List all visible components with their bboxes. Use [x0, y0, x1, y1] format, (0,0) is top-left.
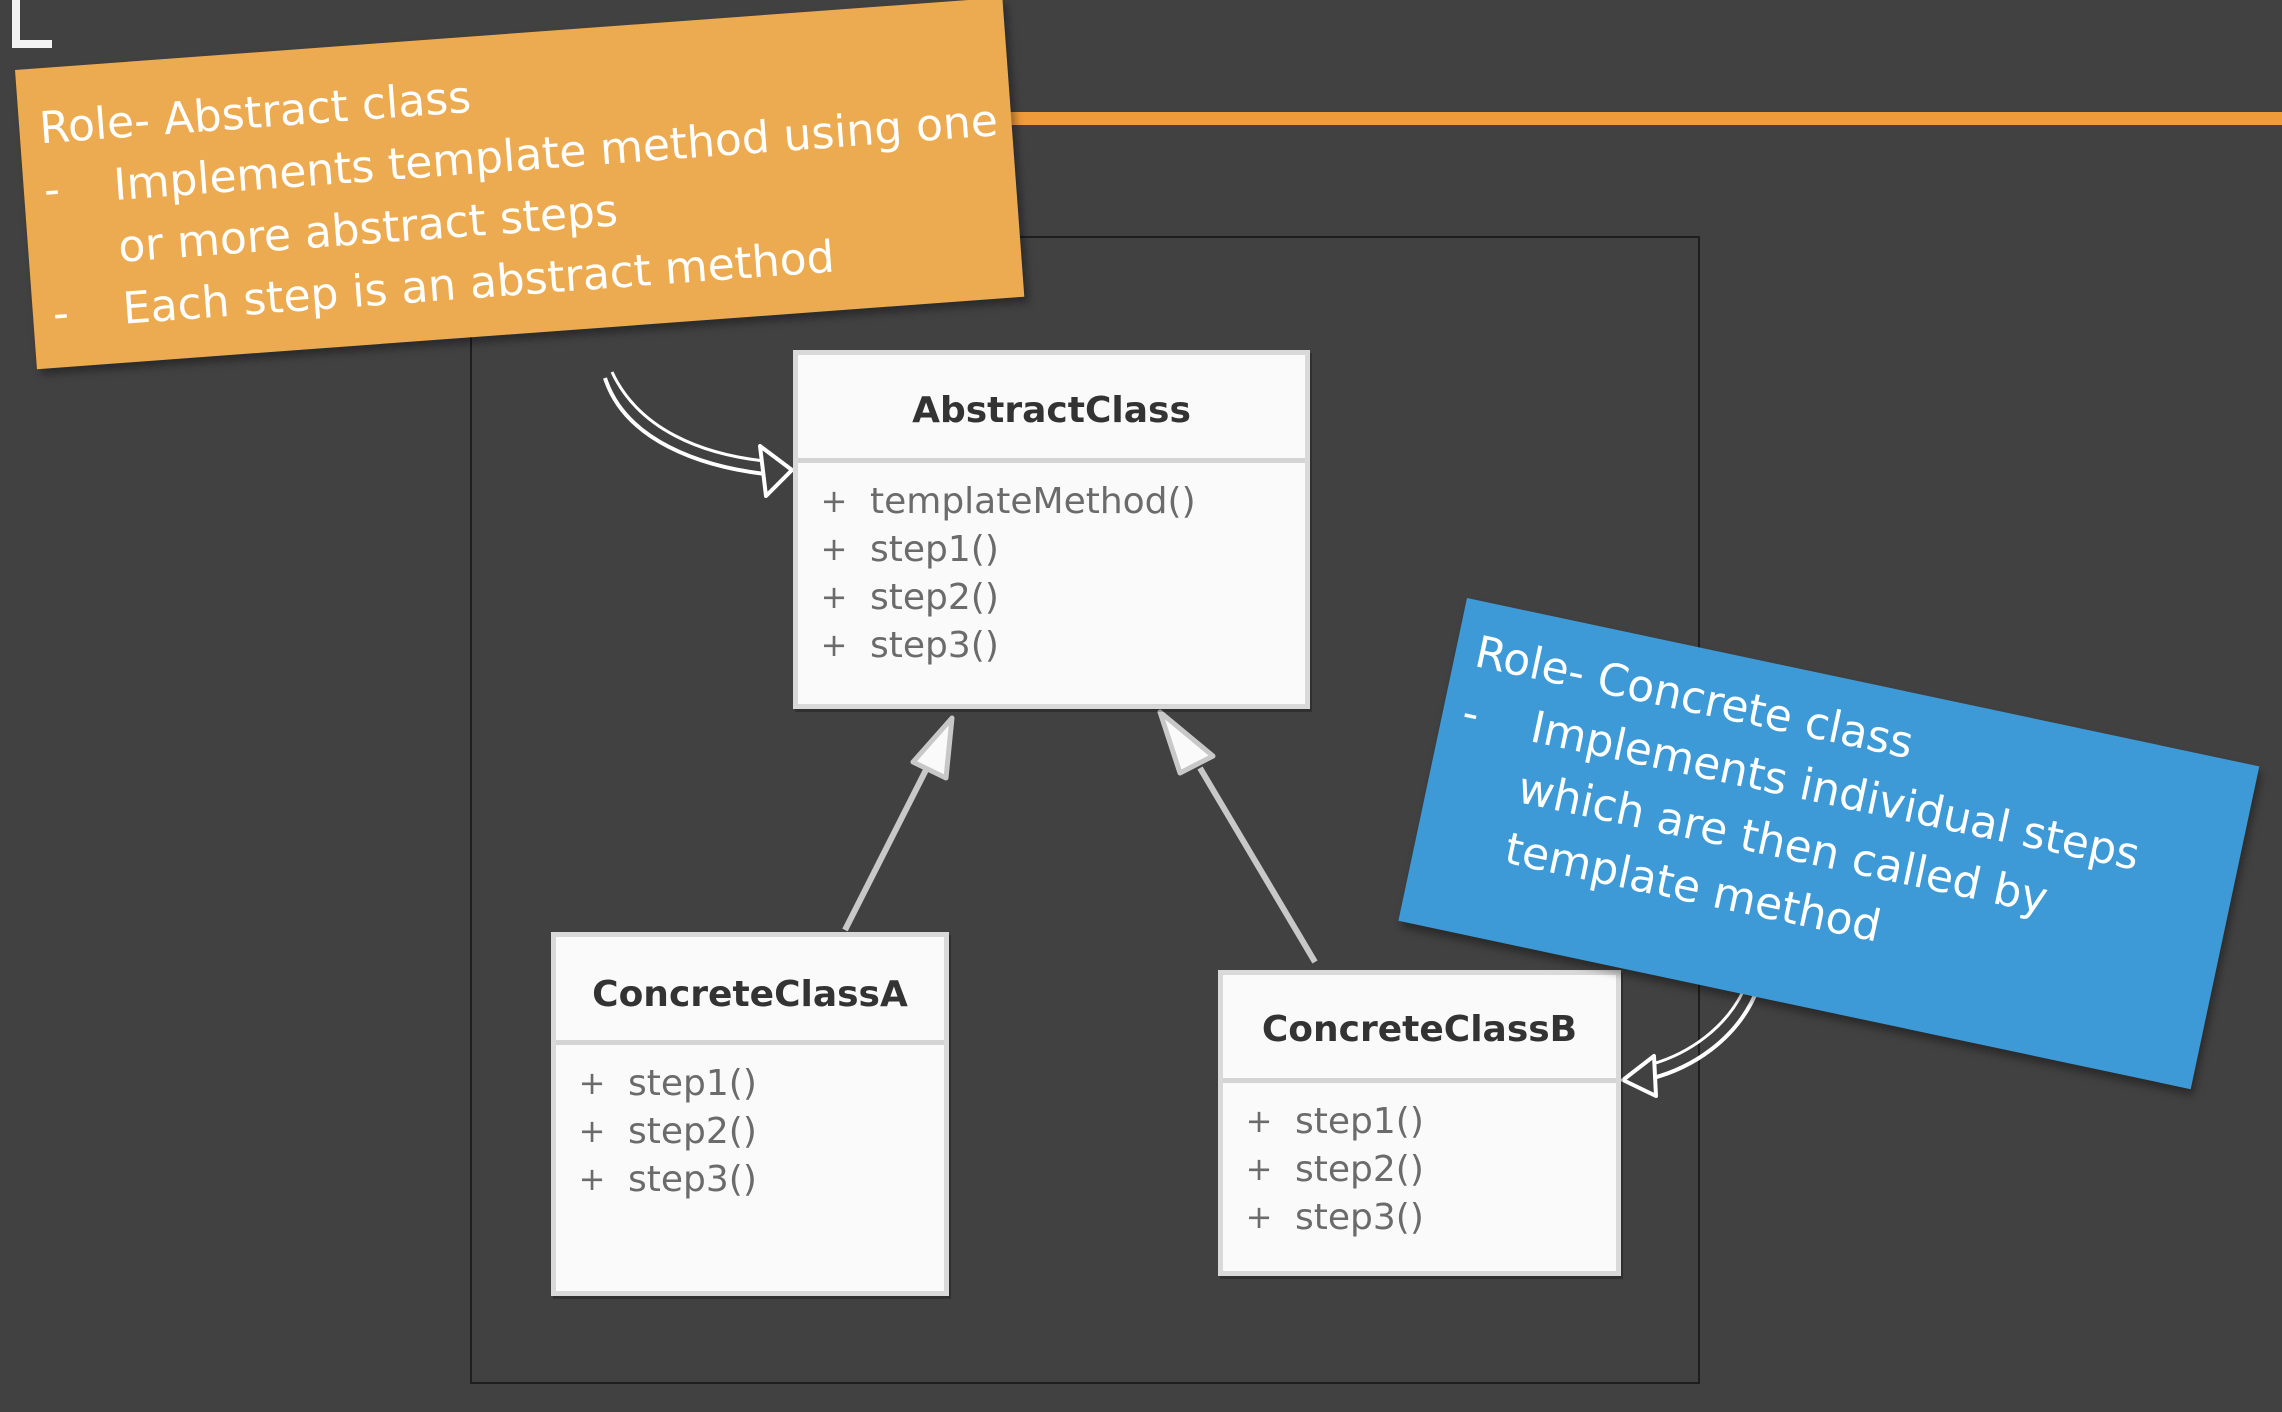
class-name: ConcreteClassA: [556, 937, 944, 1045]
note-arrow-concrete: [1644, 987, 1760, 1082]
accent-line: [960, 112, 2282, 125]
class-name: ConcreteClassB: [1223, 975, 1616, 1083]
operation-name: templateMethod(): [870, 480, 1196, 522]
operation-row: + templateMethod(): [798, 477, 1305, 525]
visibility-marker: +: [578, 1064, 606, 1102]
operation-row: + step3(): [798, 621, 1305, 669]
operation-name: step2(): [870, 576, 999, 618]
note-arrowhead-concrete: [1621, 1054, 1658, 1098]
corner-bracket-glyph: [12, 0, 52, 48]
visibility-marker: +: [820, 626, 848, 664]
class-name: AbstractClass: [798, 355, 1305, 463]
visibility-marker: +: [820, 578, 848, 616]
operation-name: step3(): [870, 624, 999, 666]
operation-row: + step3(): [556, 1155, 944, 1203]
concrete-class-a-box: ConcreteClassA + step1() + step2() + ste…: [551, 932, 949, 1296]
operations-list: + step1() + step2() + step3(): [556, 1045, 944, 1203]
note-arrow-concrete-outline: [1644, 979, 1750, 1068]
operation-name: step2(): [628, 1110, 757, 1152]
visibility-marker: +: [578, 1160, 606, 1198]
inheritance-arrowhead-b: [1157, 709, 1216, 776]
operation-name: step1(): [628, 1062, 757, 1104]
operation-row: + step2(): [798, 573, 1305, 621]
operations-list: + step1() + step2() + step3(): [1223, 1083, 1616, 1241]
inheritance-line-a: [842, 758, 934, 932]
operation-name: step2(): [1295, 1148, 1424, 1190]
operation-row: + step3(): [1223, 1193, 1616, 1241]
concrete-class-b-box: ConcreteClassB + step1() + step2() + ste…: [1218, 970, 1621, 1276]
visibility-marker: +: [820, 482, 848, 520]
operation-name: step3(): [628, 1158, 757, 1200]
operation-name: step1(): [1295, 1100, 1424, 1142]
abstract-class-box: AbstractClass + templateMethod() + step1…: [793, 350, 1310, 709]
inheritance-line-b: [1197, 766, 1318, 964]
operation-row: + step1(): [798, 525, 1305, 573]
operations-list: + templateMethod() + step1() + step2() +…: [798, 463, 1305, 669]
visibility-marker: +: [820, 530, 848, 568]
operation-row: + step1(): [556, 1059, 944, 1107]
visibility-marker: +: [1245, 1150, 1273, 1188]
note-arrow-abstract-outline: [610, 371, 776, 464]
visibility-marker: +: [578, 1112, 606, 1150]
inheritance-arrowhead-a: [910, 715, 955, 781]
note-arrowhead-abstract: [758, 444, 794, 498]
operation-row: + step2(): [556, 1107, 944, 1155]
operation-row: + step1(): [1223, 1097, 1616, 1145]
operation-name: step3(): [1295, 1196, 1424, 1238]
operation-row: + step2(): [1223, 1145, 1616, 1193]
operation-name: step1(): [870, 528, 999, 570]
visibility-marker: +: [1245, 1102, 1273, 1140]
visibility-marker: +: [1245, 1198, 1273, 1236]
note-arrow-abstract: [603, 377, 776, 477]
